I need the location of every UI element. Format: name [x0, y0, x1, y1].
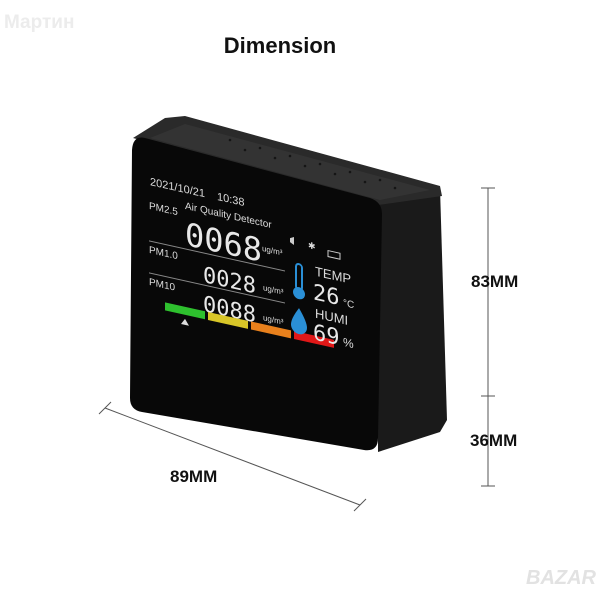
level-indicator-icon: [181, 318, 189, 326]
humi-label: HUMI: [315, 306, 348, 328]
vent-holes: [228, 138, 397, 190]
bluetooth-icon: ✱: [308, 240, 316, 252]
device-top-vent: [150, 124, 430, 200]
humi-value: 69: [313, 319, 339, 351]
watermark-text: Мартин: [4, 12, 75, 33]
temp-unit: °C: [343, 298, 354, 311]
speaker-icon: [290, 237, 294, 246]
width-dimension-label: 89MM: [170, 467, 218, 486]
depth-dimension-label: 36MM: [470, 431, 518, 450]
aqi-bar-green: [165, 302, 205, 320]
device-right-side: [378, 188, 447, 452]
water-drop-icon: [291, 308, 307, 335]
humi-unit: %: [343, 335, 354, 351]
battery-icon: [327, 249, 341, 260]
bazar-watermark-logo: BAZAR: [526, 567, 596, 589]
aqi-bar-yellow: [208, 311, 248, 329]
device-front-face: [130, 137, 382, 451]
dimension-lines: [98, 187, 495, 512]
aqi-bar-orange: [251, 321, 291, 339]
aqi-bar-red: [294, 331, 334, 348]
height-dimension-label: 83MM: [471, 272, 519, 291]
page-title: Dimension: [223, 33, 337, 58]
thermometer-icon: [293, 263, 305, 300]
temp-value: 26: [313, 279, 339, 311]
